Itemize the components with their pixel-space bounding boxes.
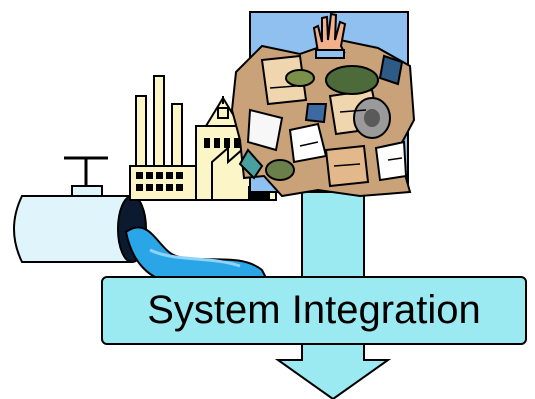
pipe-icon: [13, 156, 270, 283]
water-outflow: [124, 226, 270, 283]
label-text: System Integration: [147, 288, 481, 332]
hand-icon: [312, 12, 347, 59]
system-integration-label: System Integration: [101, 276, 527, 345]
down-arrow-icon: [274, 189, 392, 399]
